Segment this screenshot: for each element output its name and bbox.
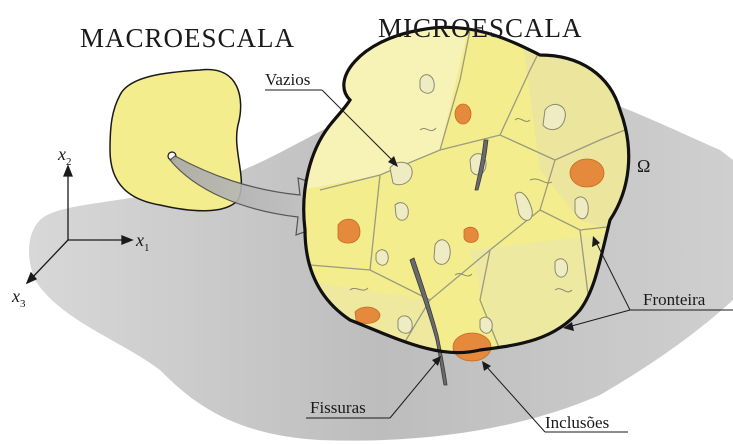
domain-omega-label: Ω xyxy=(637,156,650,176)
inclusions-label: Inclusões xyxy=(545,413,609,432)
voids-label: Vazios xyxy=(265,70,310,89)
boundary-label: Fronteira xyxy=(643,290,706,309)
macroscale-title: MACROESCALA xyxy=(80,23,295,53)
microscale-title: MICROESCALA xyxy=(378,13,583,43)
axis-x3-label: x3 xyxy=(11,286,26,310)
axis-x2-label: x2 xyxy=(57,144,72,168)
cracks-label: Fissuras xyxy=(310,398,366,417)
